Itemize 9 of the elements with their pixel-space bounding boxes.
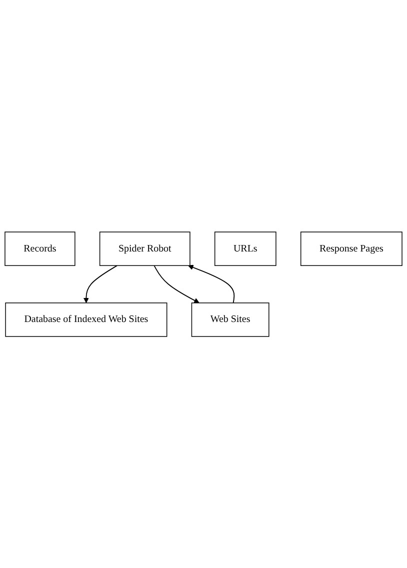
node-box: Response Pages [300,231,402,266]
node-box: Spider Robot [99,231,190,266]
arrow [83,264,118,303]
node-box: Web Sites [191,302,270,337]
node-box: Records [4,231,76,266]
arrow [154,264,200,303]
node-box: URLs [214,231,276,266]
node-box: Database of Indexed Web Sites [5,302,168,337]
arrow [188,264,235,304]
